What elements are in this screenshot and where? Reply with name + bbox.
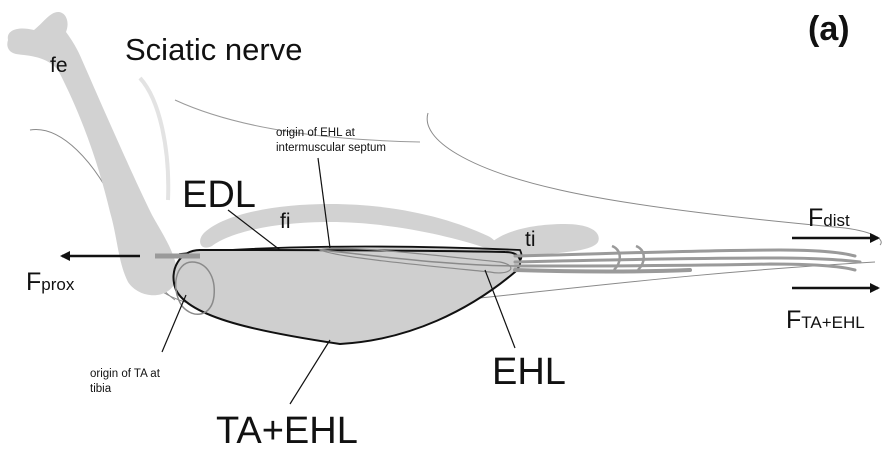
leader-origin-ta bbox=[162, 295, 186, 352]
origin-ehl-label-line2: intermuscular septum bbox=[276, 142, 386, 154]
origin-ehl-label-line1: origin of EHL at bbox=[276, 127, 356, 139]
fibula-label: fi bbox=[280, 210, 291, 233]
force-dist-main: F bbox=[808, 204, 823, 232]
distal-tendons bbox=[515, 250, 860, 272]
panel-label: (a) bbox=[808, 10, 850, 48]
tibia-label: ti bbox=[525, 228, 536, 251]
force-dist-sub: dist bbox=[823, 211, 850, 230]
ta-ehl-label: TA+EHL bbox=[216, 410, 358, 452]
origin-ta-label-line1: origin of TA at bbox=[90, 368, 161, 380]
femur-label: fe bbox=[50, 54, 68, 77]
force-ta-label: FTA+EHL bbox=[786, 306, 865, 334]
force-prox-label: Fprox bbox=[26, 268, 75, 296]
sciatic-nerve-shape bbox=[140, 78, 168, 200]
force-prox-sub: prox bbox=[41, 275, 75, 294]
force-ta-main: F bbox=[786, 306, 801, 334]
force-ta-sub: TA+EHL bbox=[801, 313, 864, 332]
leader-origin-ehl bbox=[318, 158, 330, 248]
sciatic-nerve-label: Sciatic nerve bbox=[125, 32, 302, 67]
force-dist-label: Fdist bbox=[808, 204, 850, 232]
edl-label: EDL bbox=[182, 174, 256, 216]
force-prox-main: F bbox=[26, 268, 41, 296]
ehl-label: EHL bbox=[492, 351, 566, 393]
leader-ta-ehl bbox=[290, 340, 330, 404]
origin-ta-label-line2: tibia bbox=[90, 383, 112, 395]
